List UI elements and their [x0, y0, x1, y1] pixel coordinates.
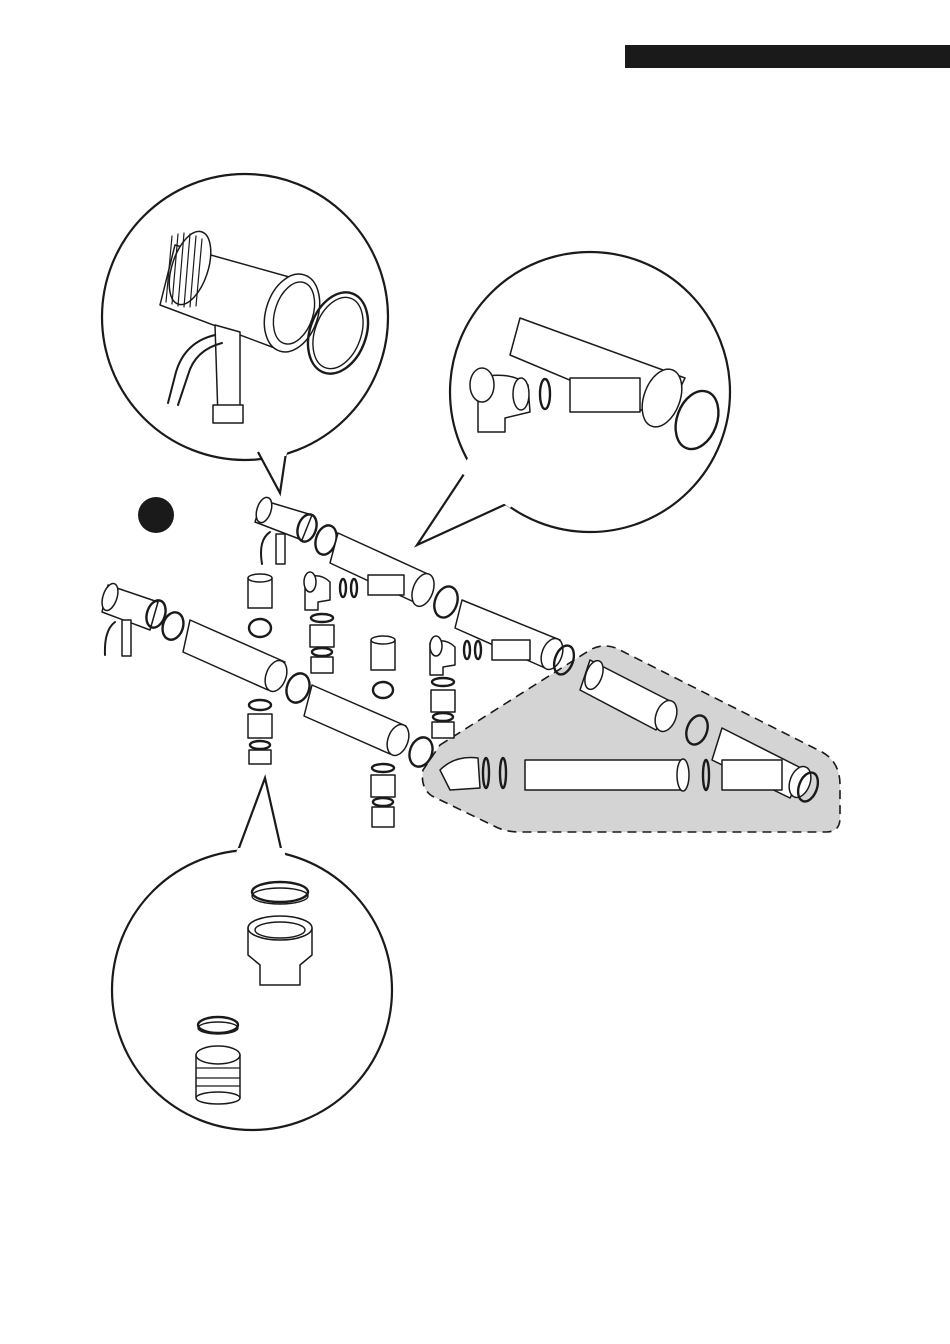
connector-stack-left-lower — [248, 700, 272, 764]
upper-trap-assembly — [253, 495, 340, 564]
connector-stack-center-right — [431, 678, 455, 738]
callout-trap-detail — [102, 174, 388, 493]
highlight-zone — [422, 646, 840, 832]
right-upper-pipe — [455, 600, 578, 677]
callout-branch-tee-detail — [417, 252, 730, 545]
connector-stack-center — [371, 636, 395, 698]
callout-adapter-detail — [112, 778, 392, 1130]
right-branch-elbow — [430, 636, 481, 675]
step-marker — [138, 497, 174, 533]
connector-stack-mid-upper — [310, 614, 334, 673]
lower-trap-assembly — [99, 582, 187, 656]
connector-stack-left-upper — [248, 574, 272, 637]
upper-branch-elbow — [304, 572, 357, 610]
upper-main-pipe — [330, 533, 462, 621]
connector-stack-bottom — [371, 764, 395, 827]
